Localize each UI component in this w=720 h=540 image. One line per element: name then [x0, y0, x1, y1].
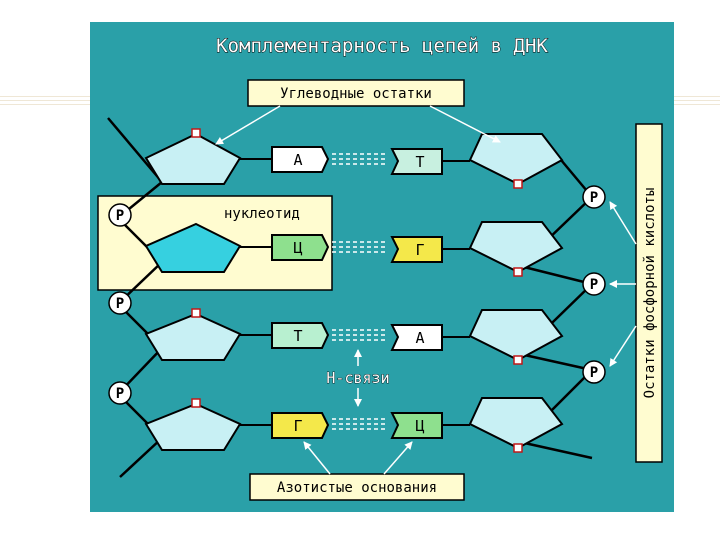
right-base-label: А [415, 329, 424, 347]
left-phosphate-3: P [109, 382, 131, 404]
nucleotide-label: нуклеотид [224, 206, 300, 222]
hydrogen-bonds-label: Н-связи [326, 369, 389, 387]
left-base-3: Т [272, 323, 328, 348]
right-base-2: Г [392, 237, 442, 262]
left-base-2: Ц [272, 235, 328, 260]
diagram-canvas: Комплементарность цепей в ДНК нуклеотид [90, 22, 674, 512]
phosphate-symbol: P [116, 208, 124, 224]
right-sugar-3 [470, 310, 562, 364]
phosphate-residues-label: Остатки фосфорной кислоты [642, 188, 658, 399]
nitrogen-bases-label: Азотистые основания [277, 480, 437, 496]
right-sugar-1 [470, 134, 562, 188]
dna-complementarity-diagram: Комплементарность цепей в ДНК нуклеотид [90, 22, 674, 512]
sugar-residues-label: Углеводные остатки [280, 86, 432, 102]
left-base-label: Т [293, 327, 302, 345]
phosphate-symbol: P [590, 365, 598, 381]
phosphate-symbol: P [590, 190, 598, 206]
left-base-1: А [272, 147, 328, 172]
right-base-1: Т [392, 149, 442, 174]
diagram-title: Комплементарность цепей в ДНК [216, 35, 548, 57]
right-phosphate-3: P [583, 361, 605, 383]
left-phosphate-2: P [109, 292, 131, 314]
left-sugar-4 [146, 399, 240, 450]
left-phosphate-1: P [109, 204, 131, 226]
right-sugar-4 [470, 398, 562, 452]
left-sugar-3 [146, 309, 240, 360]
left-base-label: А [293, 151, 302, 169]
right-base-3: А [392, 325, 442, 350]
phosphate-symbol: P [116, 386, 124, 402]
phosphate-symbol: P [116, 296, 124, 312]
right-base-label: Т [415, 153, 424, 171]
left-base-label: Г [293, 417, 302, 435]
right-base-label: Ц [415, 417, 424, 435]
hydrogen-bond-lines [332, 154, 388, 429]
right-base-label: Г [415, 241, 424, 259]
right-phosphate-2: P [583, 273, 605, 295]
right-sugar-2 [470, 222, 562, 276]
right-base-4: Ц [392, 413, 442, 438]
right-phosphate-1: P [583, 186, 605, 208]
left-base-4: Г [272, 413, 328, 438]
left-base-label: Ц [293, 239, 302, 257]
phosphate-symbol: P [590, 277, 598, 293]
